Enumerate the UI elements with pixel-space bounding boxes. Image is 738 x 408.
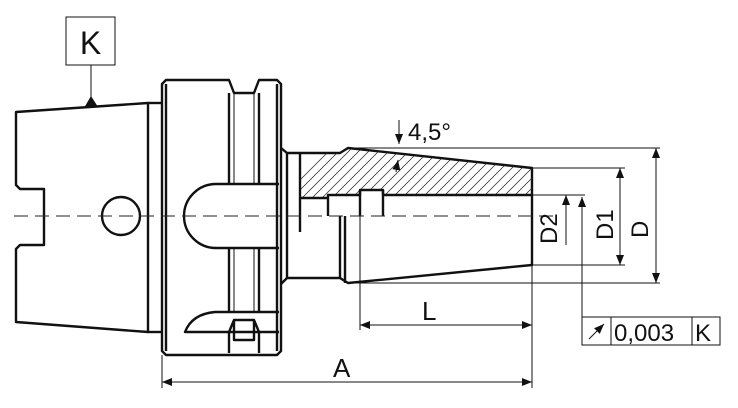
datum-label: K [80, 25, 101, 61]
hatch-line [300, 148, 346, 198]
hatch-line [399, 148, 456, 198]
length-dimensions: L A [161, 216, 533, 388]
a-label: A [333, 353, 351, 383]
d2-label: D2 [536, 213, 563, 244]
hatch-line [590, 145, 645, 200]
datum-triangle-icon [84, 96, 98, 108]
diameter-dimensions: D2 D1 D [348, 148, 660, 284]
hatch-line [319, 148, 376, 198]
hatch-line [449, 148, 506, 198]
hatch-line [329, 148, 386, 198]
l-label: L [422, 296, 436, 326]
runout-tolerance-frame: 0,003 K [578, 197, 721, 347]
hatch-line [429, 148, 486, 198]
datum-k-frame: K [65, 16, 116, 108]
hatch-line [519, 148, 532, 198]
hatch-line [339, 148, 396, 198]
hatch-line [459, 148, 516, 198]
hatch-line [479, 148, 532, 198]
hatch-line [409, 148, 466, 198]
hatch-line [580, 145, 635, 200]
runout-arrow-icon [588, 323, 605, 340]
hatch-line [550, 145, 605, 200]
hatch-line [309, 148, 366, 198]
hatch-line [560, 145, 615, 200]
chuck-nose [280, 145, 645, 285]
hatch-line [499, 148, 532, 198]
tolerance-value: 0,003 [614, 320, 674, 347]
d1-label: D1 [592, 209, 619, 240]
hatch-line [540, 145, 595, 200]
hatch-line [489, 148, 532, 198]
angle-dimension: 4,5° [348, 119, 660, 173]
angle-label: 4,5° [408, 119, 451, 146]
hatch-line [419, 148, 476, 198]
hatch-line [300, 148, 336, 198]
taper-shank [14, 101, 150, 334]
hatch-line [529, 148, 532, 198]
tolerance-datum: K [695, 320, 711, 347]
hatch-line [570, 145, 625, 200]
d-label: D [627, 221, 654, 238]
hatch-line [469, 148, 526, 198]
flange [160, 78, 283, 357]
hatch-line [300, 148, 356, 198]
hatch-line [439, 148, 496, 198]
hatch-line [509, 148, 532, 198]
